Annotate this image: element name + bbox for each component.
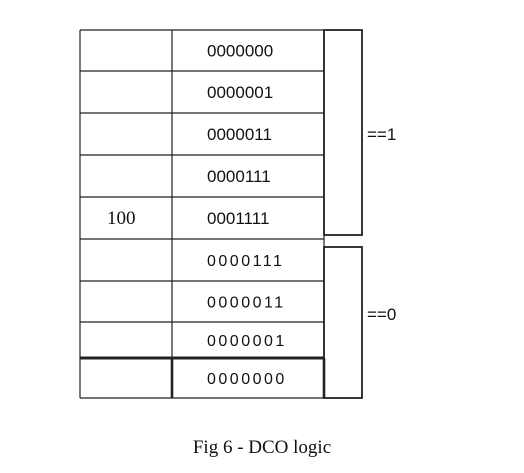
code-cell: 0000111 <box>207 167 271 186</box>
bracket-label: ==0 <box>367 305 396 324</box>
code-cell: 0000000 <box>207 42 273 61</box>
bracket-box <box>323 29 363 236</box>
bracket-label: ==1 <box>367 125 396 144</box>
code-cell: 0000011 <box>207 125 272 144</box>
code-cell: 0000000 <box>207 371 287 388</box>
code-cell: 0000001 <box>207 333 287 350</box>
code-cell: 0000011 <box>207 295 286 312</box>
table-cells: 0000000 0000001 0000011 0000111 0001111 100 00… <box>107 42 287 389</box>
code-cell: 0000111 <box>207 253 284 270</box>
left-cell: 100 <box>107 208 136 229</box>
bracket-box <box>323 246 363 399</box>
code-cell: 0001111 <box>207 209 269 228</box>
brackets: ==1 ==0 <box>323 29 396 399</box>
figure-caption: Fig 6 - DCO logic <box>192 437 332 458</box>
code-cell: 0000001 <box>207 83 273 102</box>
